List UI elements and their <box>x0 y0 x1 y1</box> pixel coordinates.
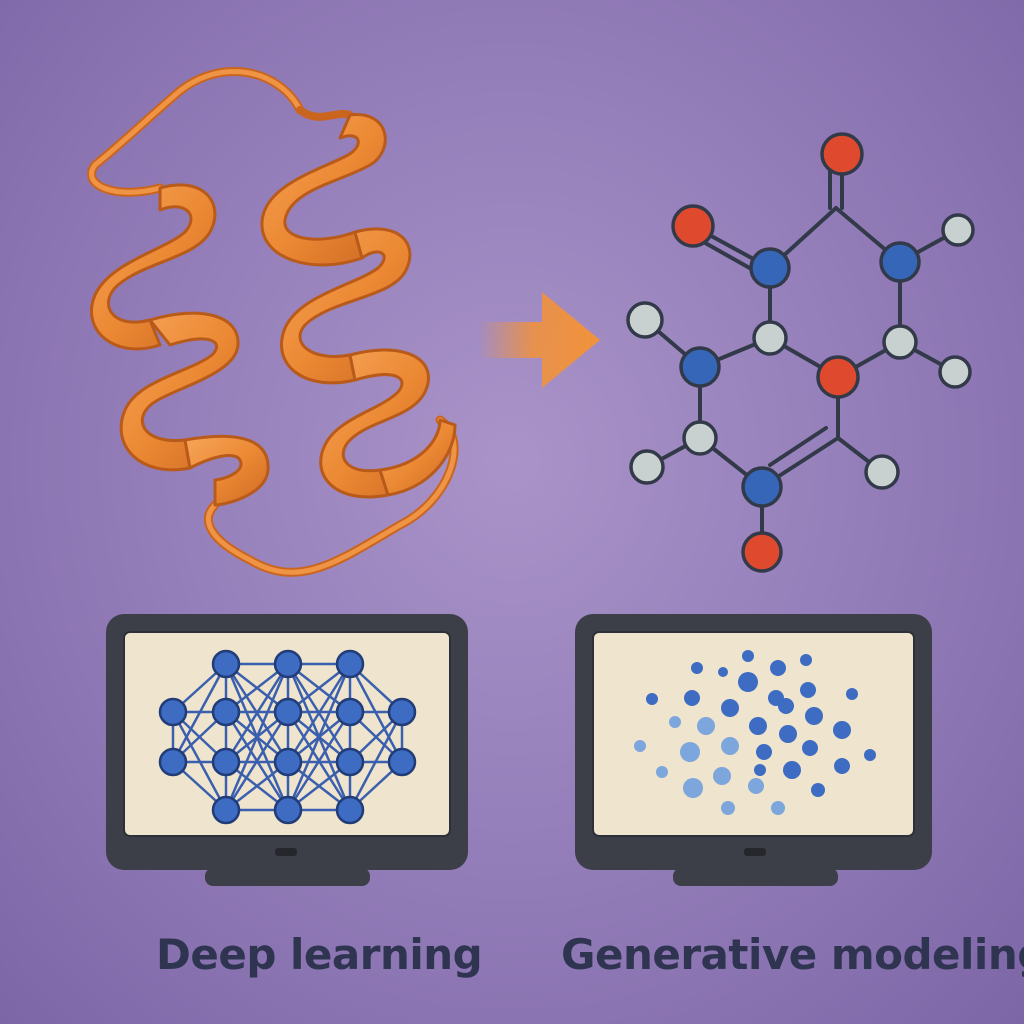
cloud-point <box>800 682 816 698</box>
network-node <box>335 795 365 825</box>
network-node <box>211 649 241 679</box>
network-node <box>273 747 303 777</box>
caption-generative-modeling: Generative modeling <box>561 930 1024 979</box>
network-node <box>211 697 241 727</box>
network-node <box>335 747 365 777</box>
network-edge <box>171 663 228 763</box>
cloud-point <box>749 717 767 735</box>
cloud-point <box>713 767 731 785</box>
network-node <box>158 747 188 777</box>
network-edge <box>224 663 290 811</box>
cloud-point <box>779 725 797 743</box>
network-node <box>273 649 303 679</box>
cloud-point <box>697 717 715 735</box>
cloud-point <box>756 744 772 760</box>
cloud-point <box>783 761 801 779</box>
cloud-point <box>634 740 646 752</box>
cloud-point <box>834 758 850 774</box>
network-edge <box>286 663 352 763</box>
cloud-point <box>846 688 858 700</box>
cloud-point <box>742 650 754 662</box>
network-edge <box>224 663 290 763</box>
network-node <box>387 697 417 727</box>
network-node <box>211 747 241 777</box>
cloud-point <box>864 749 876 761</box>
caption-deep-learning: Deep learning <box>156 930 483 979</box>
cloud-point <box>770 660 786 676</box>
cloud-point <box>721 699 739 717</box>
cloud-point <box>738 672 758 692</box>
network-node <box>335 697 365 727</box>
cloud-point <box>778 698 794 714</box>
network-edge <box>348 711 404 811</box>
cloud-point <box>646 693 658 705</box>
cloud-point <box>718 667 728 677</box>
cloud-point <box>683 778 703 798</box>
cloud-point <box>833 721 851 739</box>
cloud-point <box>656 766 668 778</box>
network-node <box>211 795 241 825</box>
network-node <box>387 747 417 777</box>
cloud-point <box>811 783 825 797</box>
network-node <box>158 697 188 727</box>
cloud-point <box>802 740 818 756</box>
cloud-point <box>691 662 703 674</box>
cloud-point <box>684 690 700 706</box>
cloud-point <box>680 742 700 762</box>
network-node <box>273 795 303 825</box>
network-edge <box>224 711 290 811</box>
network-node <box>335 649 365 679</box>
cloud-point <box>800 654 812 666</box>
cloud-point <box>771 801 785 815</box>
cloud-point <box>805 707 823 725</box>
network-node <box>273 697 303 727</box>
network-edge <box>286 711 352 811</box>
cloud-point <box>754 764 766 776</box>
cloud-point <box>721 737 739 755</box>
cloud-point <box>721 801 735 815</box>
network-edge <box>286 663 352 811</box>
cloud-point <box>748 778 764 794</box>
cloud-point <box>669 716 681 728</box>
